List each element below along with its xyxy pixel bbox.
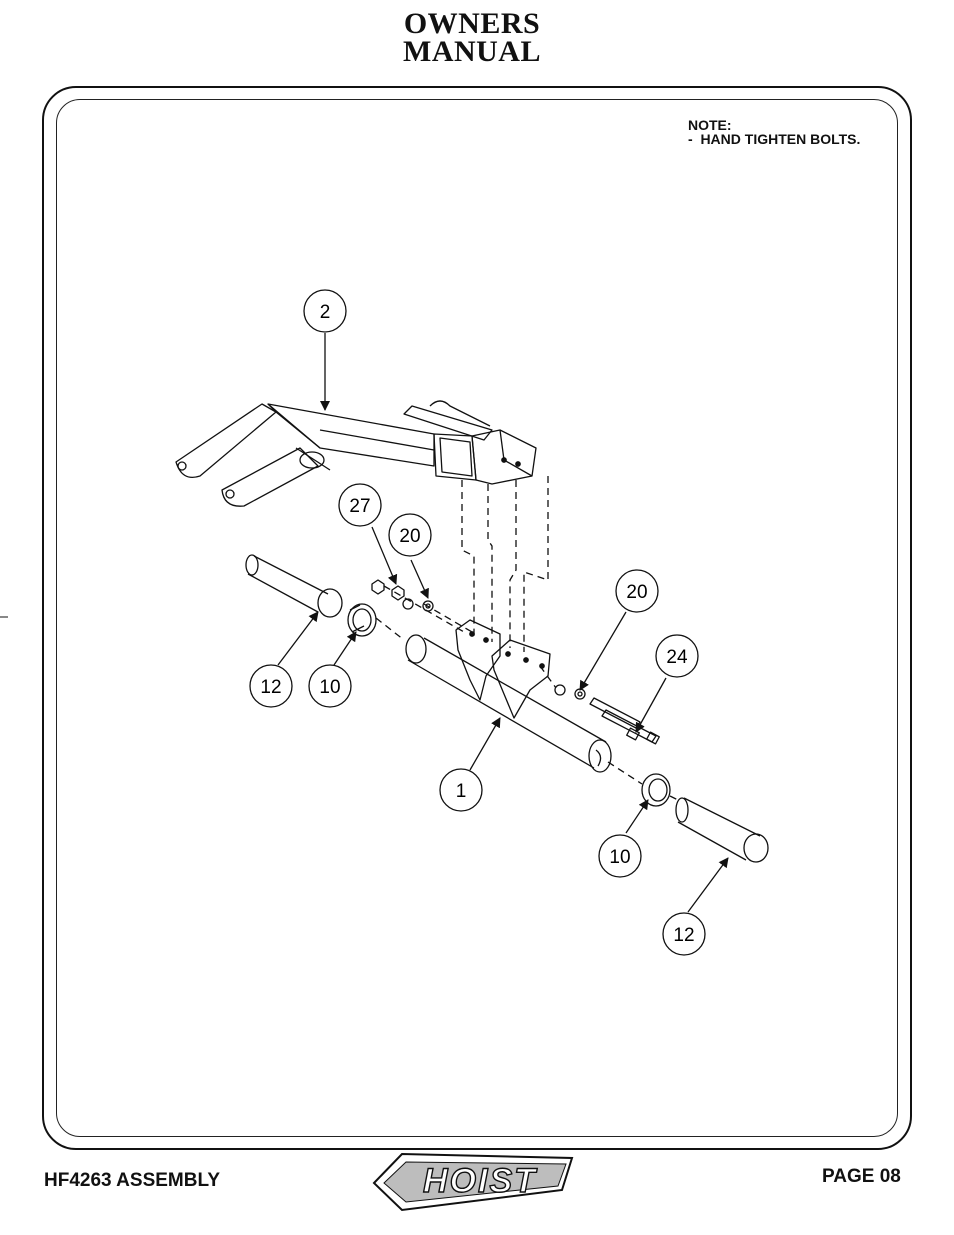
svg-text:20: 20 <box>399 526 420 547</box>
note-heading: NOTE: <box>688 117 732 133</box>
assembly-axes <box>375 585 679 801</box>
svg-text:HOIST: HOIST <box>423 1162 538 1200</box>
svg-text:24: 24 <box>666 647 688 668</box>
callout-27: 27 <box>338 483 382 527</box>
callout-10-left: 10 <box>308 664 352 708</box>
part-2-upper-frame <box>175 400 537 507</box>
callout-20-right: 20 <box>615 569 659 613</box>
title-line-2: MANUAL <box>403 35 541 68</box>
callout-12-left: 12 <box>249 664 293 708</box>
hardware-right <box>554 684 660 745</box>
hardware-left <box>371 579 434 612</box>
svg-text:20: 20 <box>626 582 647 603</box>
svg-text:12: 12 <box>673 925 694 946</box>
hoist-logo: HOIST <box>372 1152 574 1212</box>
part-10-left-cap <box>347 603 377 637</box>
callout-24: 24 <box>655 634 699 678</box>
footer-model: HF4263 ASSEMBLY <box>44 1170 220 1191</box>
inner-frame <box>56 99 898 1137</box>
callout-2: 2 <box>303 289 347 333</box>
part-12-right-roller <box>675 797 769 863</box>
alignment-lines <box>461 476 549 652</box>
assembly-note: NOTE: - HAND TIGHTEN BOLTS. <box>688 118 860 146</box>
svg-text:1: 1 <box>456 781 467 802</box>
svg-text:12: 12 <box>260 677 281 698</box>
leader-arrows <box>277 333 729 913</box>
svg-text:10: 10 <box>609 847 630 868</box>
svg-text:10: 10 <box>319 677 340 698</box>
callout-12-right: 12 <box>662 912 706 956</box>
callout-1: 1 <box>439 768 483 812</box>
part-12-left-roller <box>245 554 343 618</box>
callout-10-right: 10 <box>598 834 642 878</box>
title-line-1: OWNERS <box>403 7 541 40</box>
page-title: OWNERS MANUAL <box>0 7 944 68</box>
footer-page-number: PAGE 08 <box>822 1166 901 1187</box>
part-10-right-cap <box>641 773 671 807</box>
callout-20-left: 20 <box>388 513 432 557</box>
svg-text:2: 2 <box>320 302 331 323</box>
outer-frame <box>42 86 912 1150</box>
callouts: 2 27 20 20 24 12 10 1 <box>249 289 706 956</box>
svg-text:27: 27 <box>349 496 370 517</box>
note-text: - HAND TIGHTEN BOLTS. <box>688 131 861 147</box>
